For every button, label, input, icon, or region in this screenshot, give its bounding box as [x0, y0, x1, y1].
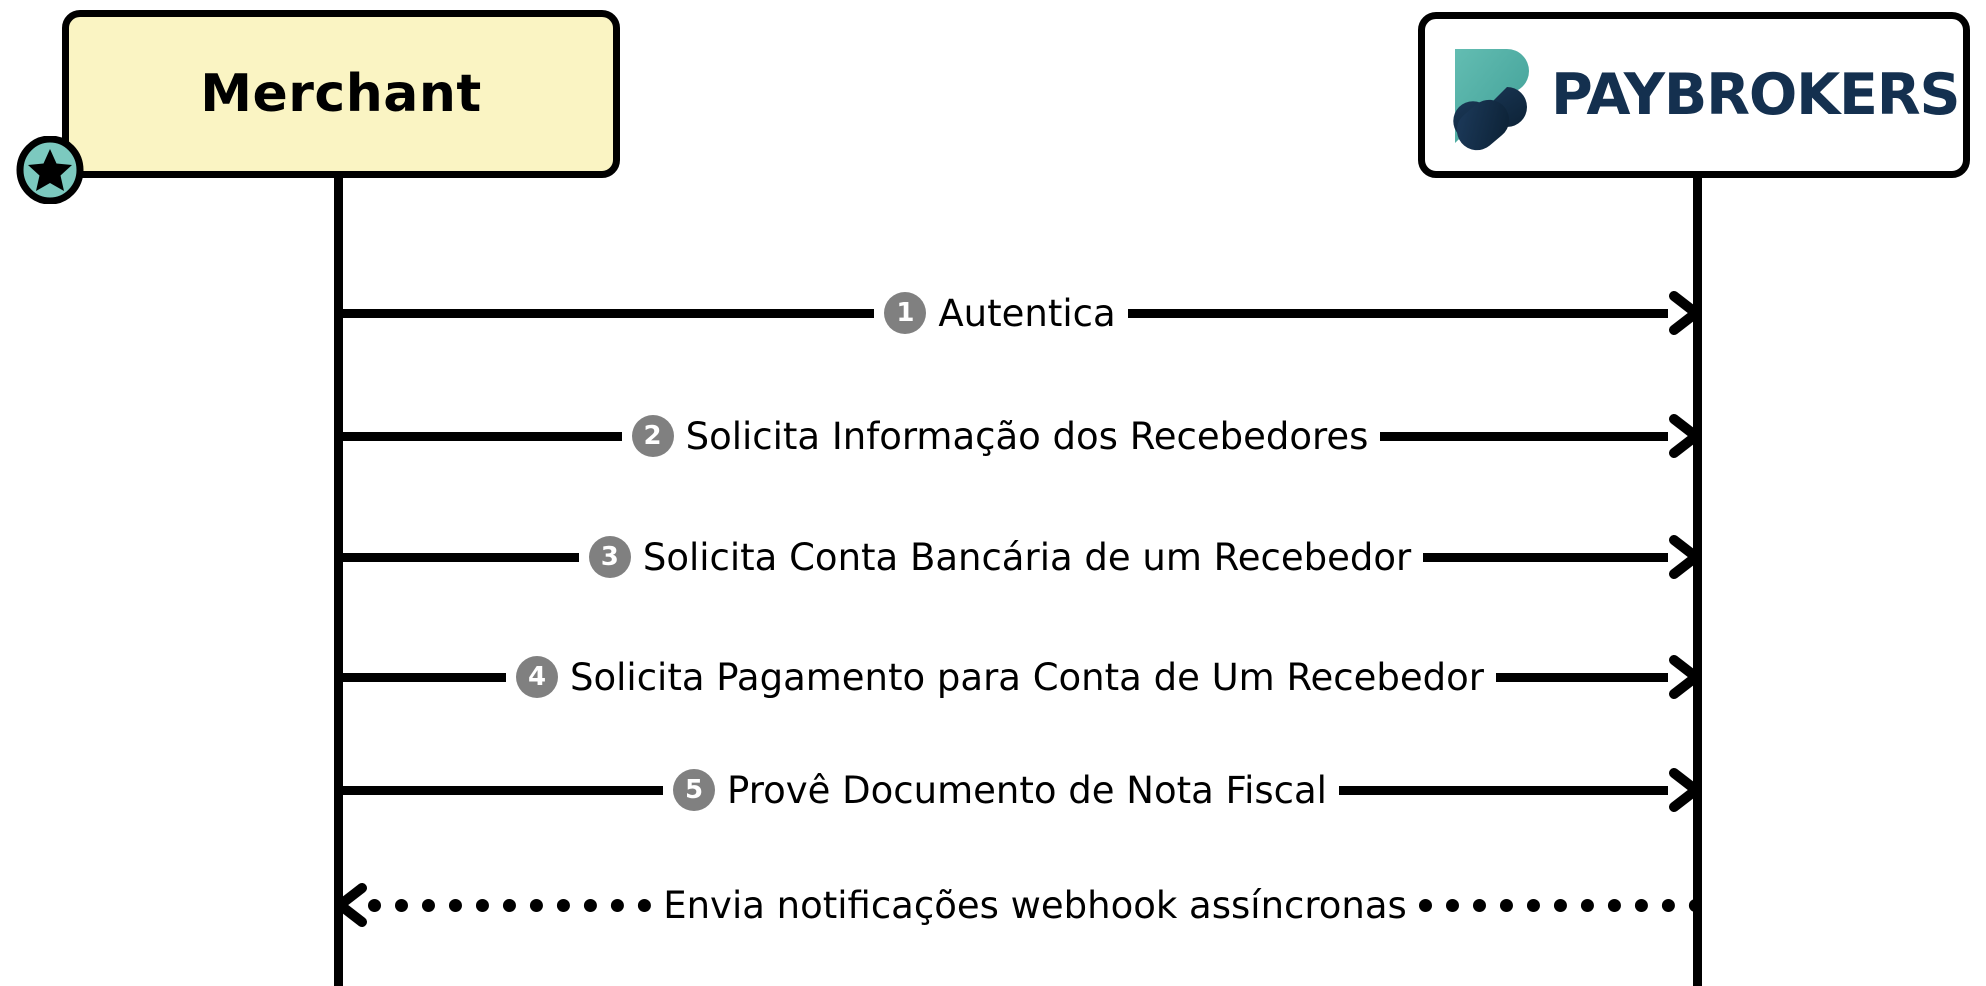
paybrokers-logo-icon: [1447, 39, 1533, 151]
message-row[interactable]: Envia notificações webhook assíncronas: [334, 875, 1703, 935]
message-number-badge: 5: [673, 769, 716, 811]
message-label: Solicita Pagamento para Conta de Um Rece…: [570, 655, 1484, 699]
lifeline-paybrokers: [1693, 178, 1702, 986]
message-line-left: [334, 785, 664, 795]
message-line-left: [334, 308, 875, 318]
message-line-left: [368, 898, 652, 912]
arrow-right-icon: [1668, 654, 1702, 700]
message-label: Provê Documento de Nota Fiscal: [727, 768, 1327, 812]
message-row[interactable]: 1 Autentica: [334, 283, 1702, 343]
participant-label-merchant: Merchant: [200, 64, 482, 124]
message-label: Solicita Conta Bancária de um Recebedor: [642, 535, 1412, 579]
message-line-right: [1423, 552, 1669, 562]
message-number-badge: 4: [516, 656, 559, 698]
message-line-left: [334, 672, 507, 682]
participant-box-merchant[interactable]: Merchant: [62, 10, 620, 178]
message-line-right: [1127, 308, 1669, 318]
message-row[interactable]: 4 Solicita Pagamento para Conta de Um Re…: [334, 647, 1702, 707]
participant-box-paybrokers[interactable]: PAYBROKERS: [1418, 12, 1970, 178]
arrow-right-icon: [1668, 413, 1702, 459]
message-line-left: [334, 552, 579, 562]
message-line-right: [1418, 898, 1703, 912]
message-line-left: [334, 431, 622, 441]
message-number-badge: 1: [884, 292, 927, 334]
paybrokers-wordmark: PAYBROKERS: [1551, 61, 1961, 128]
message-line-right: [1338, 785, 1669, 795]
message-row[interactable]: 2 Solicita Informação dos Recebedores: [334, 406, 1702, 466]
star-actor-icon: [16, 135, 84, 205]
arrow-left-icon: [334, 882, 368, 928]
message-label: Solicita Informação dos Recebedores: [685, 414, 1369, 458]
message-line-right: [1380, 431, 1669, 441]
message-line-right: [1495, 672, 1668, 682]
message-number-badge: 3: [588, 536, 631, 578]
lifeline-merchant: [334, 178, 343, 986]
message-row[interactable]: 5 Provê Documento de Nota Fiscal: [334, 760, 1702, 820]
message-row[interactable]: 3 Solicita Conta Bancária de um Recebedo…: [334, 527, 1702, 587]
arrow-right-icon: [1668, 767, 1702, 813]
message-label: Envia notificações webhook assíncronas: [663, 883, 1407, 927]
message-label: Autentica: [938, 291, 1116, 335]
arrow-right-icon: [1668, 534, 1702, 580]
arrow-right-icon: [1668, 290, 1702, 336]
message-number-badge: 2: [631, 415, 674, 457]
paybrokers-logo-lockup: PAYBROKERS: [1447, 39, 1961, 151]
